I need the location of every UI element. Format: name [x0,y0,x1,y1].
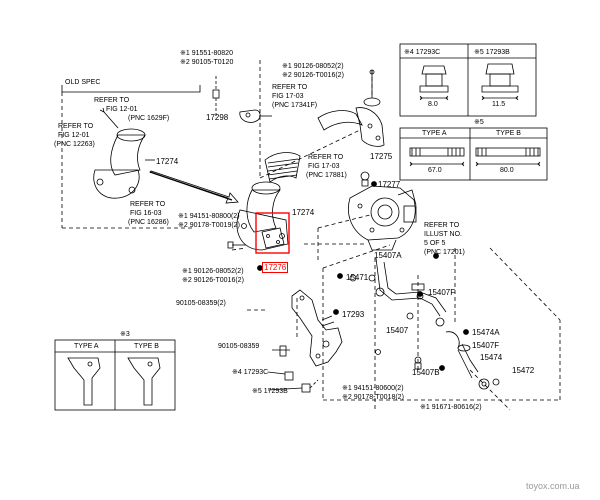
part-17275: 17275 [370,152,393,161]
nut-detail-box [399,43,537,117]
right-ref-line2: ILLUST NO. [424,231,462,238]
right-note-3: ※1 91671-80616(2) [420,404,482,411]
stud-detail-box [399,127,548,181]
bracket-box-note: ※3 [120,331,130,338]
part-17293: 17293 [342,310,365,319]
old-spec-part-17274: 17274 [156,157,179,166]
intake-elbow-17274 [236,181,289,251]
part-15407: 15407 [386,326,409,335]
mid-note-4: ※2 90126-T0016(2) [182,277,244,284]
mid-ref-line1: REFER TO [308,154,344,161]
top-mid-note-1: ※1 90126-08052(2) [282,63,344,70]
old-spec-ref1-line2: FIG 12-01 [106,106,138,113]
part-15474A: 15474A [472,328,500,337]
old-spec-ref2-line3: (PNC 12263) [54,141,95,148]
part-17277: 17277 [378,180,401,189]
nut-box-col2-head: ※5 17293B [474,49,510,56]
watermark: toyox.com.ua [526,481,580,491]
right-note-1: ※1 94151-80600(2) [342,385,404,392]
nut-box-col1-head: ※4 17293C [404,49,441,56]
corrugated-hose [264,152,301,183]
part-17276-highlighted[interactable]: 17276 [264,263,287,272]
top-mid-ref-line1: REFER TO [272,84,308,91]
part-17274: 17274 [292,208,315,217]
old-spec-ref3-line2: FIG 16-03 [130,210,162,217]
mid-note-2: ※2 90178-T0019(2) [178,222,240,229]
fitting-17277 [360,171,370,187]
lower-note-1: 90105-08359 [218,343,260,350]
stud-box-len-a: 67.0 [428,167,442,174]
old-spec-ref1-line1: REFER TO [94,97,130,104]
mid-ref-line2: FIG 17-03 [308,163,340,170]
top-mid-note-2: ※2 90126-T0016(2) [282,72,344,79]
stud-box-len-b: 80.0 [500,167,514,174]
top-mid-ref-line3: (PNC 17341F) [272,102,318,109]
part-15472: 15472 [512,366,535,375]
oil-pipe-assembly [349,257,500,390]
bracket-17293 [291,289,343,367]
gasket-highlight-frame [255,212,290,254]
right-ref-line3: 5 OF 5 [424,240,446,247]
turbocharger [348,185,417,251]
nut-box-dim1: 8.0 [428,101,438,108]
part-15407A: 15407A [374,251,402,260]
hose-17275 [317,69,385,147]
bracket-type-box [54,339,176,411]
gasket-17276 [261,227,285,249]
bolt-91551 [212,76,220,118]
part-15471: 15471 [346,273,369,282]
old-spec-ref3-line3: (PNC 16286) [128,219,169,226]
old-spec-ref2-line1: REFER TO [58,123,94,130]
clamp-17298 [239,109,272,123]
mid-note-3: ※1 90126-08052(2) [182,268,244,275]
old-spec-ref2-line2: FIG 12-01 [58,132,90,139]
right-note-2: ※2 90178-T0018(2) [342,394,404,401]
lower-bolts [267,345,319,393]
stud-box-note: ※5 [474,119,484,126]
mid-note-5: 90105-08359(2) [176,300,226,307]
mid-note-1: ※1 94151-80800(2) [178,213,240,220]
right-frame-lines [322,244,561,401]
mid-ref-line3: (PNC 17881) [306,172,347,179]
top-left-note-2: ※2 90105-T0120 [180,59,234,66]
part-15474: 15474 [480,353,503,362]
stud-box-type-b: TYPE B [496,130,521,137]
top-left-note-1: ※1 91551-80820 [180,50,233,57]
part-15407B: 15407B [412,368,440,377]
part-17276-label-frame [262,262,288,273]
right-ref-line1: REFER TO [424,222,460,229]
part-17298: 17298 [206,113,229,122]
direction-arrow [149,170,239,204]
lower-note-3: ※5 17293B [252,388,288,395]
old-spec-bracket [61,85,201,229]
old-spec-intake-pipe [93,107,155,199]
old-spec-ref1-line3: (PNC 1629F) [128,115,170,122]
part-15407F-a: 15407F [428,288,456,297]
assembly-guide-lines [231,60,511,411]
lower-note-2: ※4 17293C [232,369,269,376]
old-spec-ref3-line1: REFER TO [130,201,166,208]
bolts-90178 [227,241,246,249]
nut-box-dim2: 11.5 [492,101,506,108]
bracket-box-type-b: TYPE B [134,343,159,350]
fastener-markers [257,181,469,371]
old-spec-label: OLD SPEC [65,79,101,86]
stud-box-type-a: TYPE A [422,130,447,137]
right-ref-line4: (PNC 17201) [424,249,465,256]
top-mid-ref-line2: FIG 17-03 [272,93,304,100]
bracket-box-type-a: TYPE A [74,343,99,350]
part-15407F-b: 15407F [472,341,500,350]
